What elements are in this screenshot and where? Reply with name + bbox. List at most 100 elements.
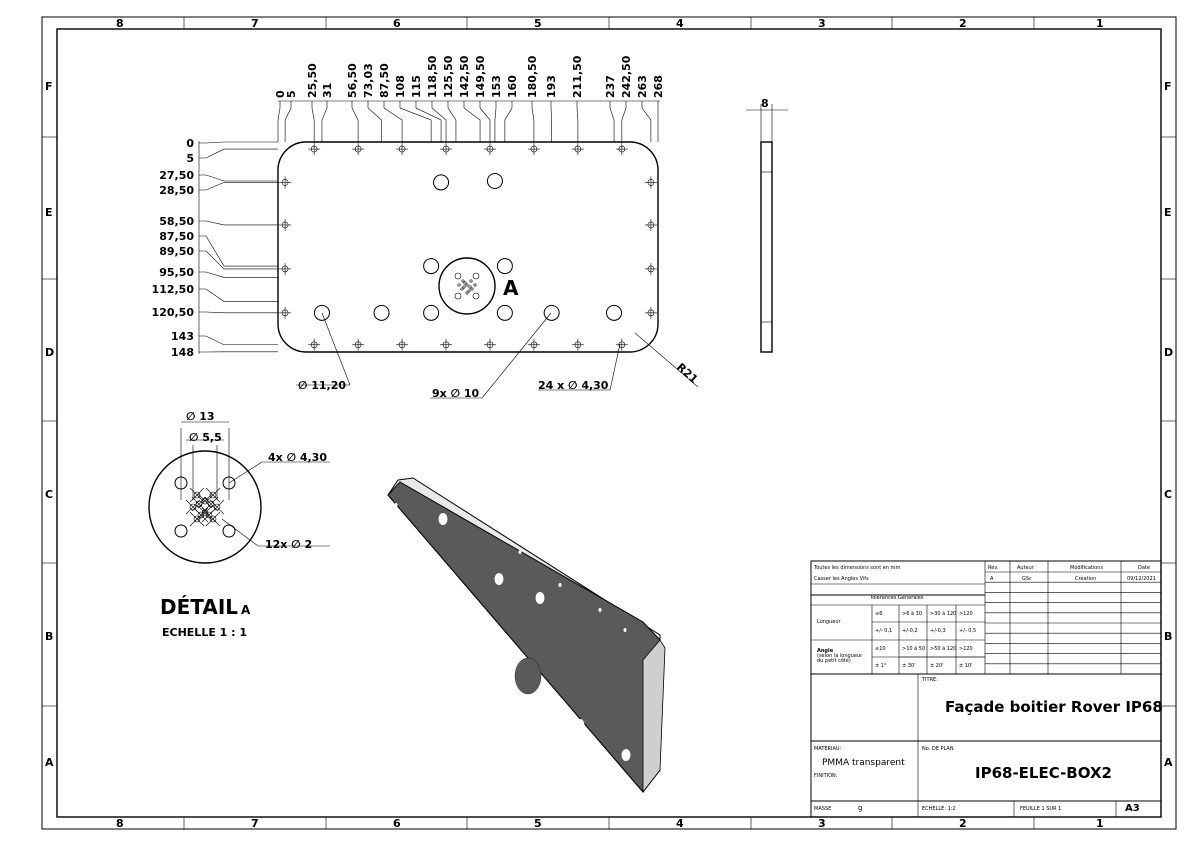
zone-col-label: 7 <box>251 17 259 30</box>
small-hole <box>279 218 292 231</box>
iso-plate-face <box>387 481 661 793</box>
tb-date: 09/12/2021 <box>1127 576 1156 582</box>
title-block: Toutes les dimensions sont en mm Casser … <box>810 560 1163 818</box>
tol-angle-range: >10 à 50 <box>902 645 925 652</box>
leader-dia-large <box>296 312 351 386</box>
iso-small-hole <box>553 748 557 752</box>
tb-author: GSc <box>1022 576 1032 582</box>
top-dim-label: 25,50 <box>306 63 319 98</box>
left-dimensions: 0527,5028,5058,5087,5089,5095,50112,5012… <box>152 137 278 359</box>
left-dim-label: 5 <box>186 152 194 165</box>
zone-col-label: 2 <box>959 817 967 830</box>
detail-title: DÉTAIL <box>160 595 238 619</box>
top-dim-label: 142,50 <box>458 55 471 98</box>
iso-large-hole <box>457 651 467 663</box>
zone-col-label: 8 <box>116 17 124 30</box>
top-dim-label: 56,50 <box>346 63 359 98</box>
zone-row-label: F <box>45 80 53 93</box>
iso-large-hole <box>621 749 631 761</box>
zone-row-label: B <box>45 630 53 643</box>
tol-length-range: >120 <box>959 611 973 617</box>
top-dim-label: 242,50 <box>620 55 633 98</box>
top-dim-label: 180,50 <box>526 55 539 98</box>
detail-pin-hole <box>205 487 221 503</box>
small-hole <box>527 143 540 156</box>
isometric-view <box>387 477 666 794</box>
iso-large-hole <box>543 702 553 714</box>
connector-pin-hole <box>470 287 474 291</box>
connector-mount-hole <box>454 292 462 300</box>
zone-row-label: C <box>1164 488 1172 501</box>
small-hole <box>571 143 584 156</box>
iso-large-hole <box>491 632 501 644</box>
leader-holes-10 <box>430 312 552 399</box>
small-hole <box>440 143 453 156</box>
detail-pin-hole <box>193 507 209 523</box>
tol-length-value: +/- 0,1 <box>875 628 892 634</box>
large-hole <box>496 258 513 275</box>
iso-small-hole <box>453 598 457 602</box>
iso-large-hole <box>492 672 502 684</box>
tb-masse-label: MASSE <box>814 806 831 812</box>
iso-small-hole <box>505 728 509 732</box>
tol-length-range: >30 à 120 <box>930 610 956 617</box>
detail-d55-label: ∅ 5,5 <box>189 431 222 444</box>
large-hole <box>543 304 560 321</box>
zone-col-label: 6 <box>393 817 401 830</box>
tol-angle-range: >120 <box>959 646 973 652</box>
side-outline <box>760 141 773 353</box>
tb-materiau-label: MATERIAU: <box>814 746 842 752</box>
tb-echelle: ECHELLE: 1:2 <box>922 806 956 812</box>
small-hole <box>352 338 365 351</box>
zone-col-label: 7 <box>251 817 259 830</box>
iso-large-hole <box>575 719 585 731</box>
iso-small-hole <box>454 698 458 702</box>
radius-label: R21 <box>674 361 700 387</box>
large-hole <box>486 172 503 189</box>
tb-rev-hdr: Rev. <box>988 565 999 571</box>
small-hole <box>396 338 409 351</box>
small-hole <box>644 176 657 189</box>
large-holes <box>313 172 623 321</box>
zone-col-label: 4 <box>676 17 684 30</box>
connector-pin-hole <box>460 287 464 291</box>
large-hole <box>313 304 330 321</box>
tb-date-hdr: Date <box>1138 565 1150 571</box>
tol-angle-value: ± 1° <box>875 663 887 669</box>
tb-mod-hdr: Modifications <box>1070 565 1103 571</box>
iso-small-hole <box>394 503 398 507</box>
connector-pin-hole <box>457 283 461 287</box>
detail-title-letter: A <box>241 603 251 617</box>
thickness-label: 8 <box>761 97 769 110</box>
large-hole <box>433 174 450 191</box>
tb-finition-label: FINITION: <box>814 773 838 779</box>
large-hole <box>373 304 390 321</box>
left-dim-label: 112,50 <box>152 283 195 296</box>
tol-length-value: +/- 0,5 <box>959 628 976 634</box>
connector-holes <box>454 272 480 300</box>
connector-mount-hole <box>454 272 462 280</box>
small-hole <box>644 262 657 275</box>
connector-pin-hole <box>465 291 469 295</box>
tb-note2: Casser les Angles Vifs <box>814 576 869 582</box>
large-hole <box>606 304 623 321</box>
detail-d13-label: ∅ 13 <box>186 410 215 423</box>
connector-pin-hole <box>461 279 465 283</box>
iso-connector <box>514 657 542 695</box>
iso-large-hole <box>415 629 425 641</box>
tb-note1: Toutes les dimensions sont en mm <box>813 565 901 571</box>
iso-small-hole <box>428 618 432 622</box>
tol-length-value: +/-0,2 <box>902 628 918 634</box>
top-dim-label: 31 <box>321 83 334 98</box>
top-dim-label: 0 <box>274 90 287 98</box>
iso-small-hole <box>478 713 482 717</box>
tb-format: A3 <box>1125 803 1140 814</box>
small-hole <box>483 338 496 351</box>
small-hole <box>308 143 321 156</box>
holes-430-label: 24 x ∅ 4,30 <box>538 379 609 392</box>
small-hole <box>440 338 453 351</box>
iso-small-hole <box>425 668 429 672</box>
top-dim-label: 153 <box>490 75 503 98</box>
top-dim-label: 118,50 <box>426 55 439 98</box>
